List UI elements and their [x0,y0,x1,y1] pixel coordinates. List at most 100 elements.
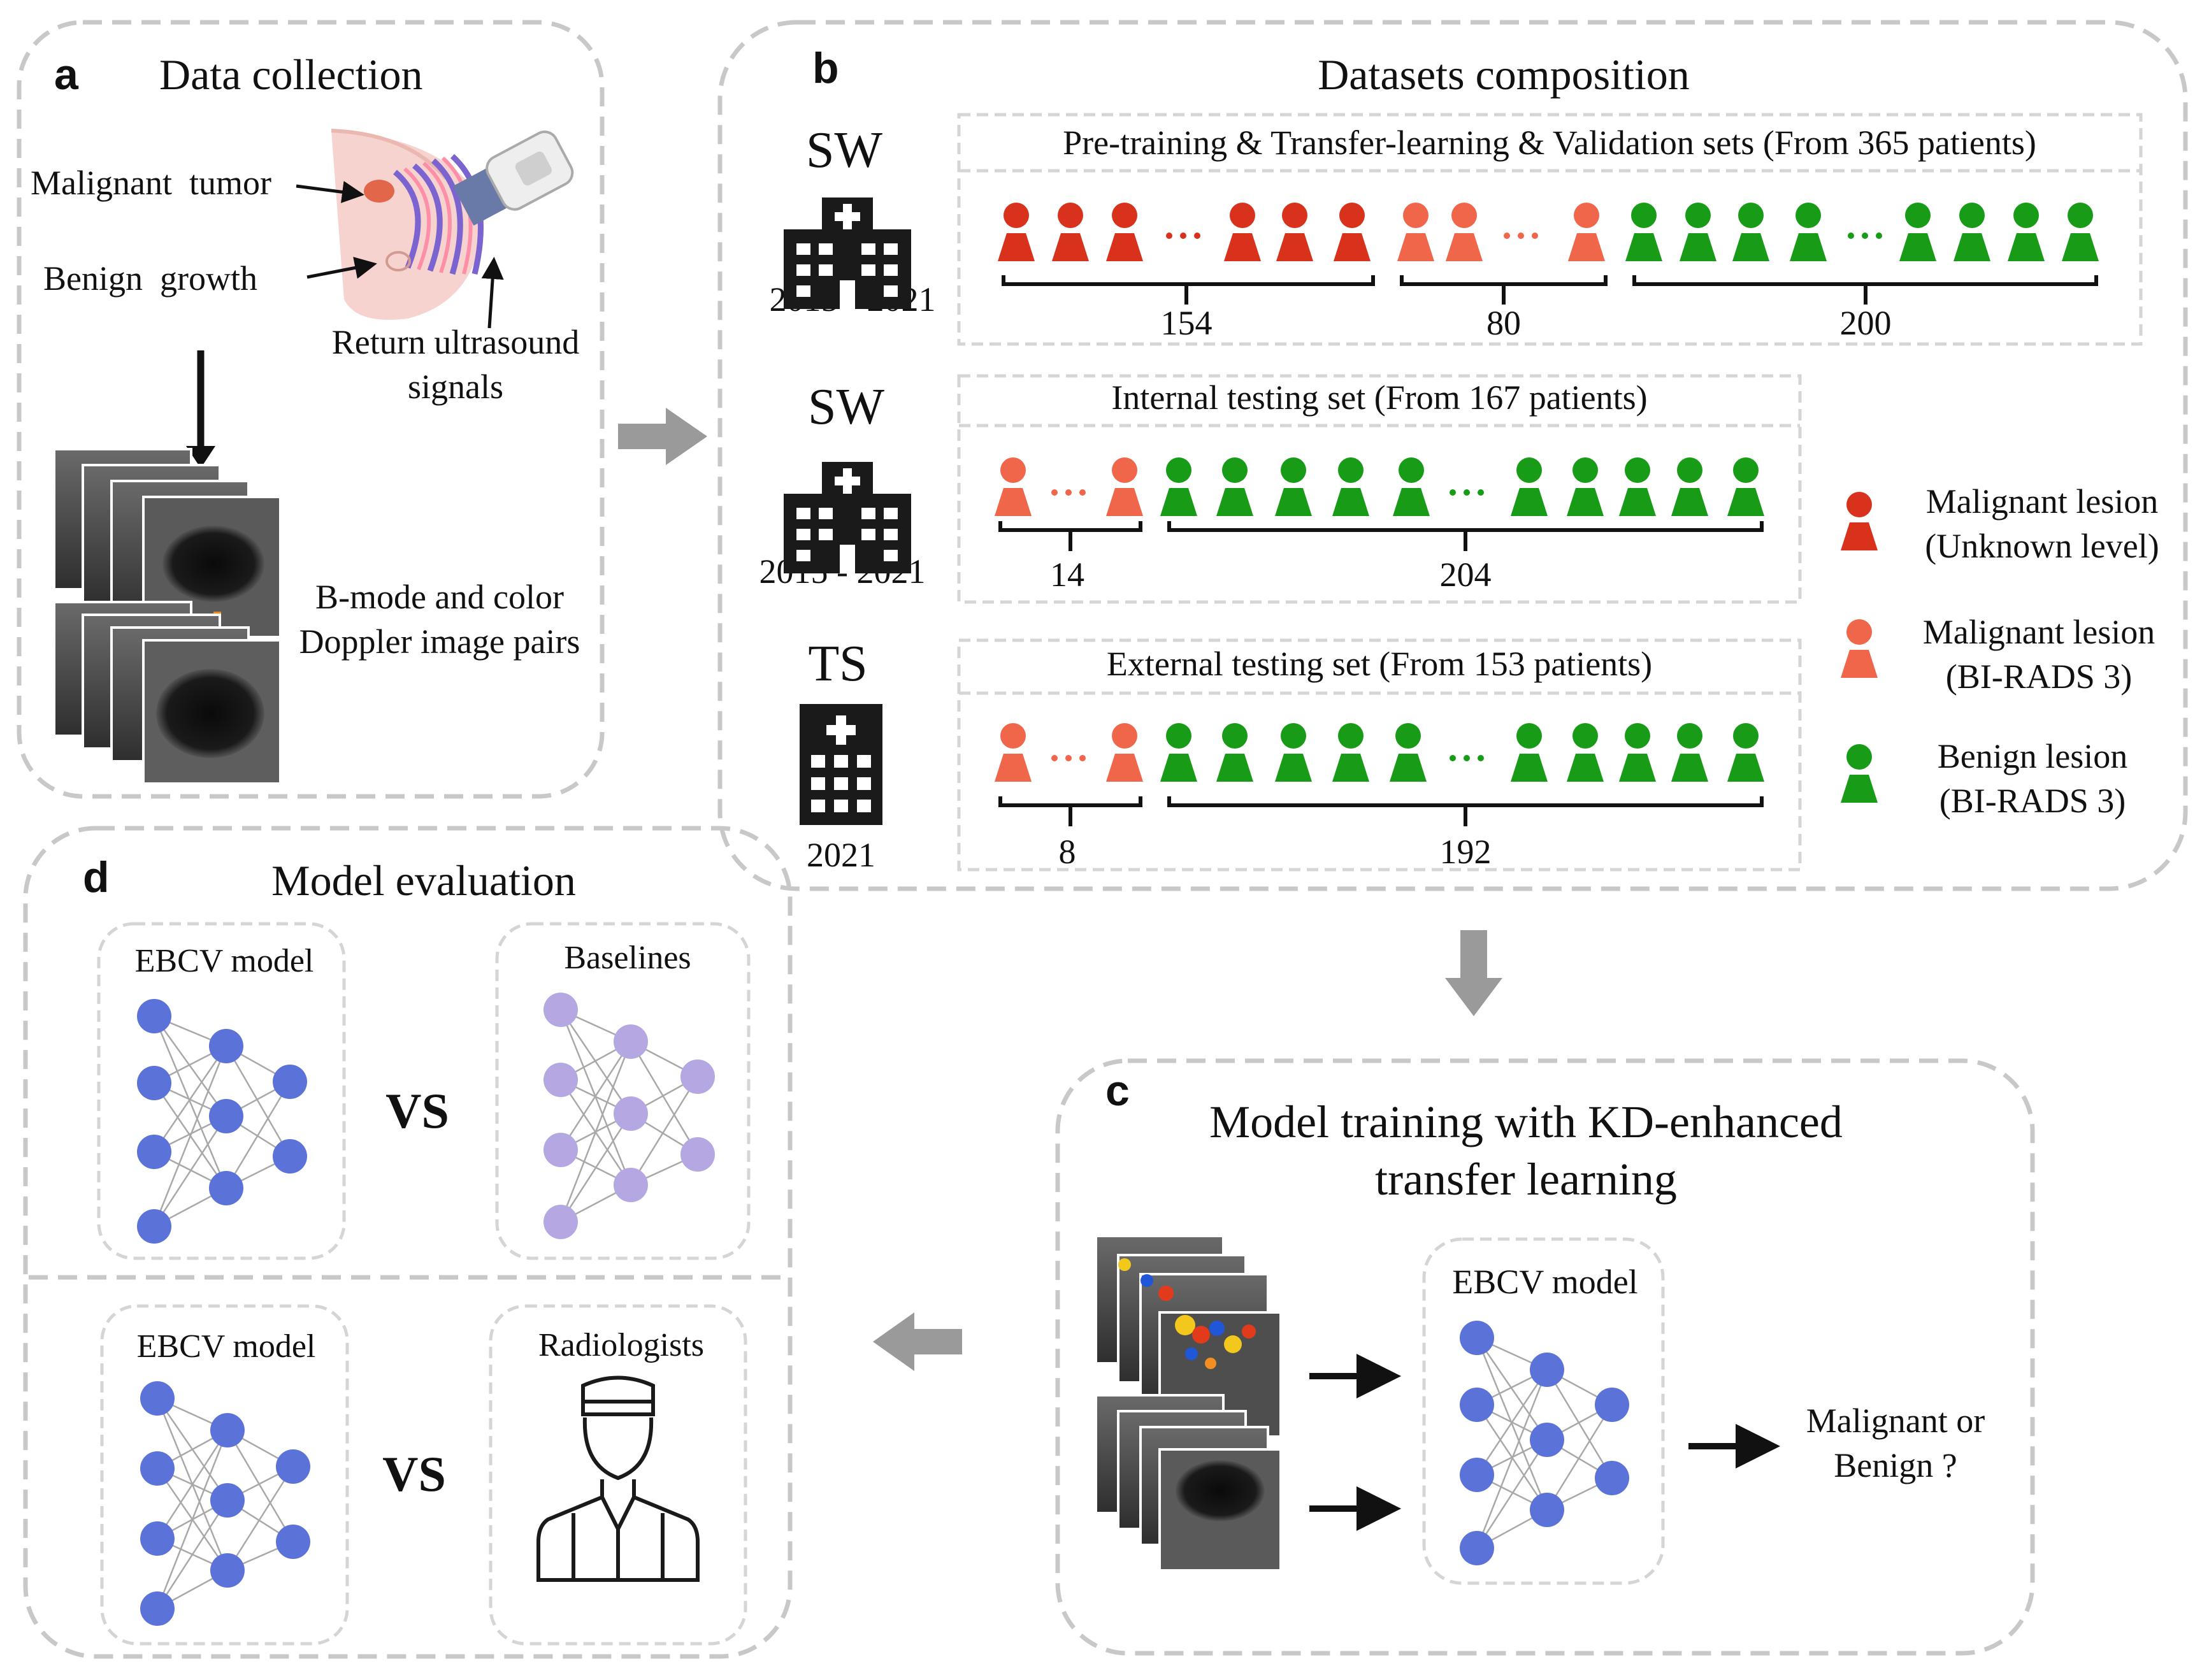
benign-person-icon [1160,457,1197,516]
malignant-unknown-person-icon [1276,203,1313,261]
benign-person-icon [1216,723,1253,782]
benign-person-icon [2008,203,2045,261]
years-row3: 2021 [807,836,875,874]
malignant-unknown-person-icon [1224,203,1261,261]
count-row1-benign: 200 [1840,304,1892,342]
benign-person-icon [1671,457,1708,516]
network-node [614,1024,648,1059]
image-pairs-line1: B-mode and color [315,578,564,616]
benign-growth-label: Benign growth [43,259,257,298]
eval-box-bottom-right [489,1304,747,1646]
network-edge [559,1113,632,1223]
benign-person-icon [1732,203,1769,261]
benign-person-icon [1727,723,1764,782]
eval-box-top-right [495,922,751,1260]
network-edge [1476,1439,1548,1549]
malignant-birads3-person-icon [1106,723,1143,782]
panel-c-model-label: EBCV model [1452,1263,1638,1301]
legend-2-line1: Malignant lesion [1923,613,2155,651]
hospital-icon-ts [800,704,882,825]
benign-person-icon [1954,203,1990,261]
network-edge [153,1045,227,1152]
network-edge [1546,1404,1613,1511]
network-edge [1476,1337,1548,1440]
eval-bottom-right-label: Radiologists [538,1327,704,1363]
network-node [543,1063,578,1097]
benign-person-icon [2062,203,2099,261]
site-label-row2: SW [808,379,884,435]
hospital-icon-sw-2 [784,462,911,573]
malignant-unknown-person-icon [1106,203,1143,261]
network-node [543,993,578,1027]
malignant-tumor-label: Malignant tumor [31,164,271,202]
output-line1: Malignant or [1806,1402,1985,1440]
doppler-image-stack-c [1095,1235,1282,1572]
count-row3-malignant: 8 [1059,833,1076,871]
network-node [614,1096,648,1131]
set-title-pretraining: Pre-training & Transfer-learning & Valid… [1063,124,2036,162]
benign-pointer-arrow [306,257,377,279]
network-edge [630,1076,699,1186]
panel-c-title-line1: Model training with KD-enhanced [1209,1096,1843,1147]
hospital-icon-sw-1 [784,197,911,309]
network-node [1460,1458,1494,1492]
network-node [137,999,171,1033]
network-edge [630,1041,699,1155]
panel-a-border [17,20,605,799]
network-node [140,1381,175,1416]
eval-box-bottom-left [100,1304,349,1646]
legend-malignant-unknown-icon [1841,492,1878,550]
benign-person-icon [1625,203,1662,261]
arrow-c-to-d [873,1312,962,1371]
ellipsis-icon [1051,489,1086,496]
network-node [1530,1353,1564,1387]
network-edge [153,1016,227,1189]
network-d-ebcv-bottom [140,1381,310,1626]
network-edge [226,1466,294,1571]
dataset-box-pretraining [957,113,2143,346]
network-node [137,1209,171,1244]
network-d-ebcv-top [137,999,307,1244]
network-edge [153,1116,227,1227]
benign-person-icon [1671,723,1708,782]
network-edge [153,1045,227,1227]
panel-d-title: Model evaluation [271,856,576,905]
network-node [543,1133,578,1167]
arrow-b-to-c [1445,930,1502,1016]
legend-1-line1: Malignant lesion [1926,482,2158,521]
vs-label-top: VS [385,1083,449,1138]
network-node [209,1029,243,1063]
malignant-unknown-person-icon [1334,203,1371,261]
ultrasound-image-stack-a [53,448,282,785]
ellipsis-icon [1504,233,1538,239]
network-edge [1476,1369,1548,1475]
arrow-a-to-b [618,408,707,465]
legend-3-line2: (BI-RADS 3) [1939,782,2126,820]
set-title-external: External testing set (From 153 patients) [1107,645,1652,683]
network-node [1595,1388,1629,1422]
network-node [1530,1493,1564,1527]
network-edge [1476,1369,1548,1549]
benign-person-icon [1275,457,1312,516]
ellipsis-icon [1051,755,1086,761]
network-edge [153,1016,227,1117]
ellipsis-icon [1166,233,1200,239]
malignant-birads3-person-icon [1446,203,1483,261]
network-edge [156,1430,229,1609]
network-node [276,1525,310,1559]
benign-person-icon [1216,457,1253,516]
network-node [1595,1461,1629,1495]
network-node [210,1483,245,1518]
benign-person-icon [1275,723,1312,782]
panel-c-letter: c [1105,1066,1130,1115]
benign-person-icon [1511,723,1548,782]
benign-person-icon [1332,457,1369,516]
ellipsis-icon [1450,755,1484,761]
network-node [140,1521,175,1556]
benign-person-icon [1619,457,1656,516]
network-d-baseline [543,993,715,1239]
network-edge [156,1430,229,1539]
legend-2-line2: (BI-RADS 3) [1946,657,2133,696]
